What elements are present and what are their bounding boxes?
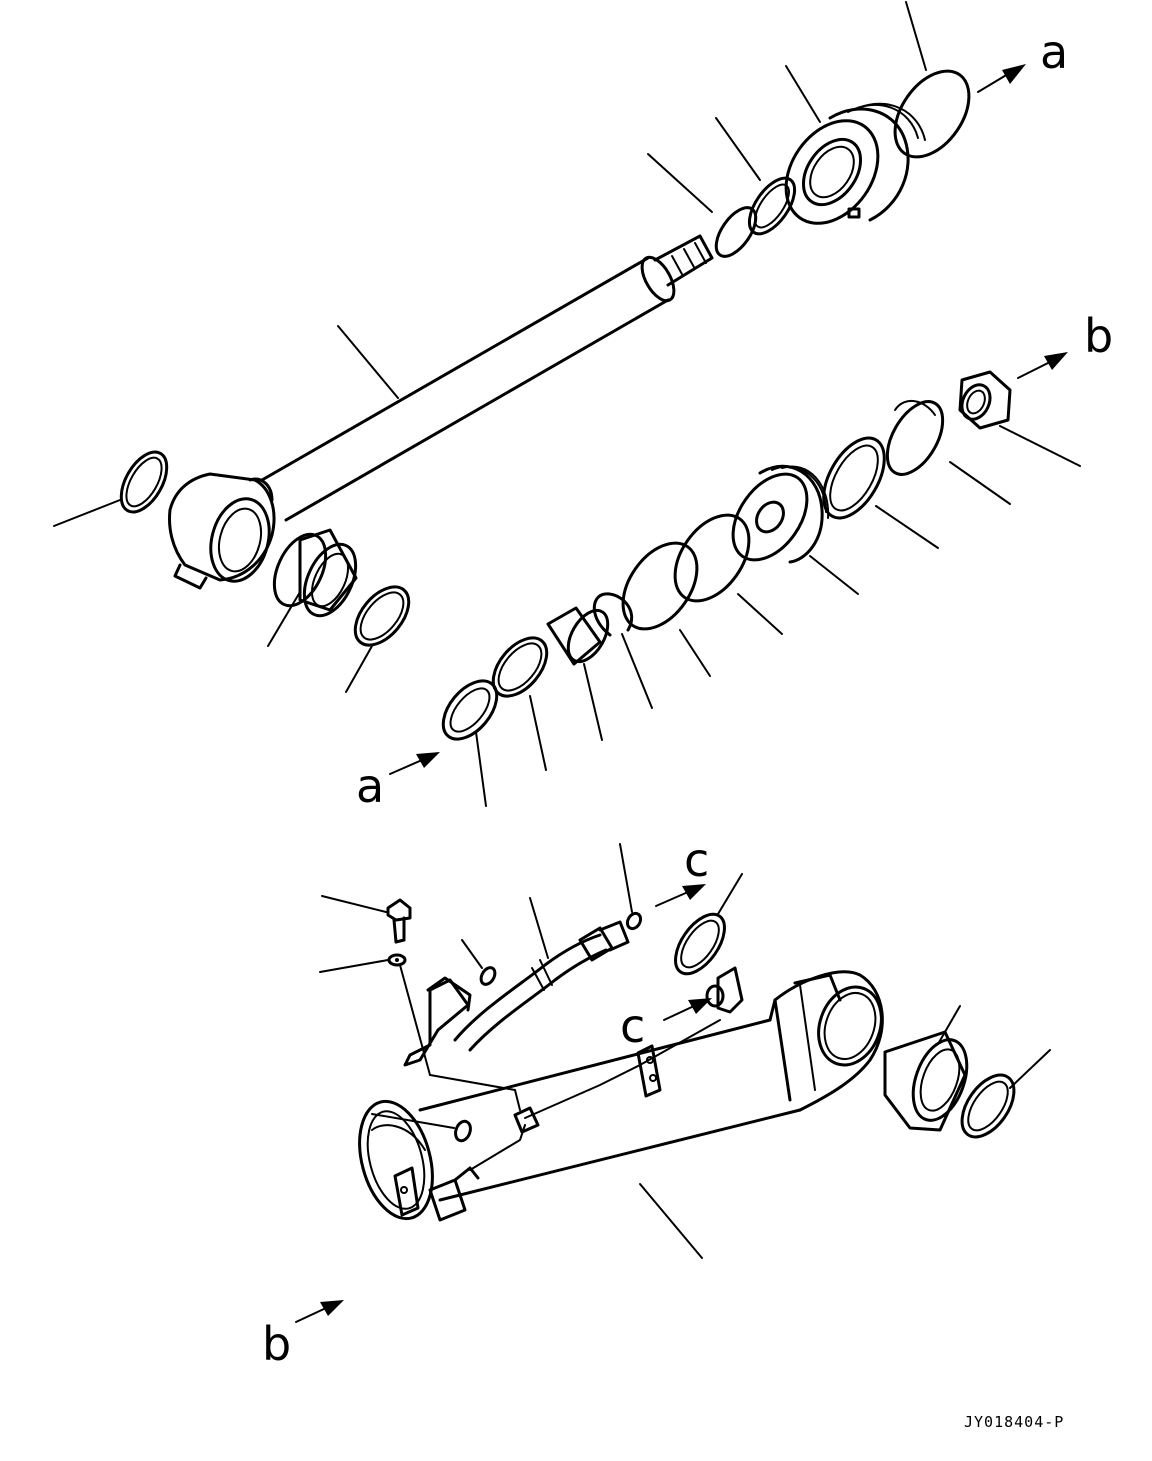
rod-eye-bushing	[272, 528, 358, 618]
bottom-seal	[960, 1073, 1016, 1139]
piston-seal	[822, 436, 886, 520]
reference-arrows	[295, 64, 1068, 1323]
port-block-rod-side	[705, 966, 744, 1014]
ref-letter-b-top: b	[1084, 309, 1113, 363]
bolt	[386, 898, 412, 944]
cylinder-tube	[358, 970, 884, 1221]
dust-seal	[441, 679, 499, 741]
retaining-ring	[592, 592, 634, 637]
tube-pipe	[399, 964, 721, 1171]
head-o-ring	[893, 69, 971, 159]
rod-seal	[747, 176, 797, 236]
ref-letter-c-middle: c	[620, 999, 645, 1053]
piston-nut	[958, 370, 1012, 430]
ref-letter-c-top: c	[684, 833, 709, 887]
wear-ring	[673, 513, 751, 603]
hose-small-o-ring	[479, 966, 497, 986]
piston	[731, 464, 830, 564]
ref-letter-a-bottom: a	[356, 759, 384, 813]
washer	[387, 953, 407, 967]
end-o-ring	[625, 911, 643, 931]
pipe-clamp-block	[636, 1044, 662, 1098]
ref-letter-b-bottom: b	[262, 1317, 291, 1371]
tube-small-o-ring	[454, 1119, 472, 1143]
collar	[546, 606, 610, 666]
port-block-bottom-side	[393, 1166, 480, 1222]
piston-rod	[168, 234, 714, 590]
rod-eye-ring-seal	[119, 450, 169, 514]
piston-o-ring	[621, 541, 699, 631]
hydraulic-hose	[453, 920, 630, 1052]
backup-ring	[491, 636, 549, 698]
piston-wear-ring	[885, 400, 945, 476]
leader-lines	[53, 1, 1081, 1259]
ref-letter-a-top: a	[1040, 25, 1068, 79]
rod-eye-outer-ring	[353, 585, 411, 647]
cylinder-head	[784, 102, 926, 225]
tube-side-o-ring	[674, 912, 726, 976]
drawing-code: JY018404-P	[964, 1413, 1064, 1431]
